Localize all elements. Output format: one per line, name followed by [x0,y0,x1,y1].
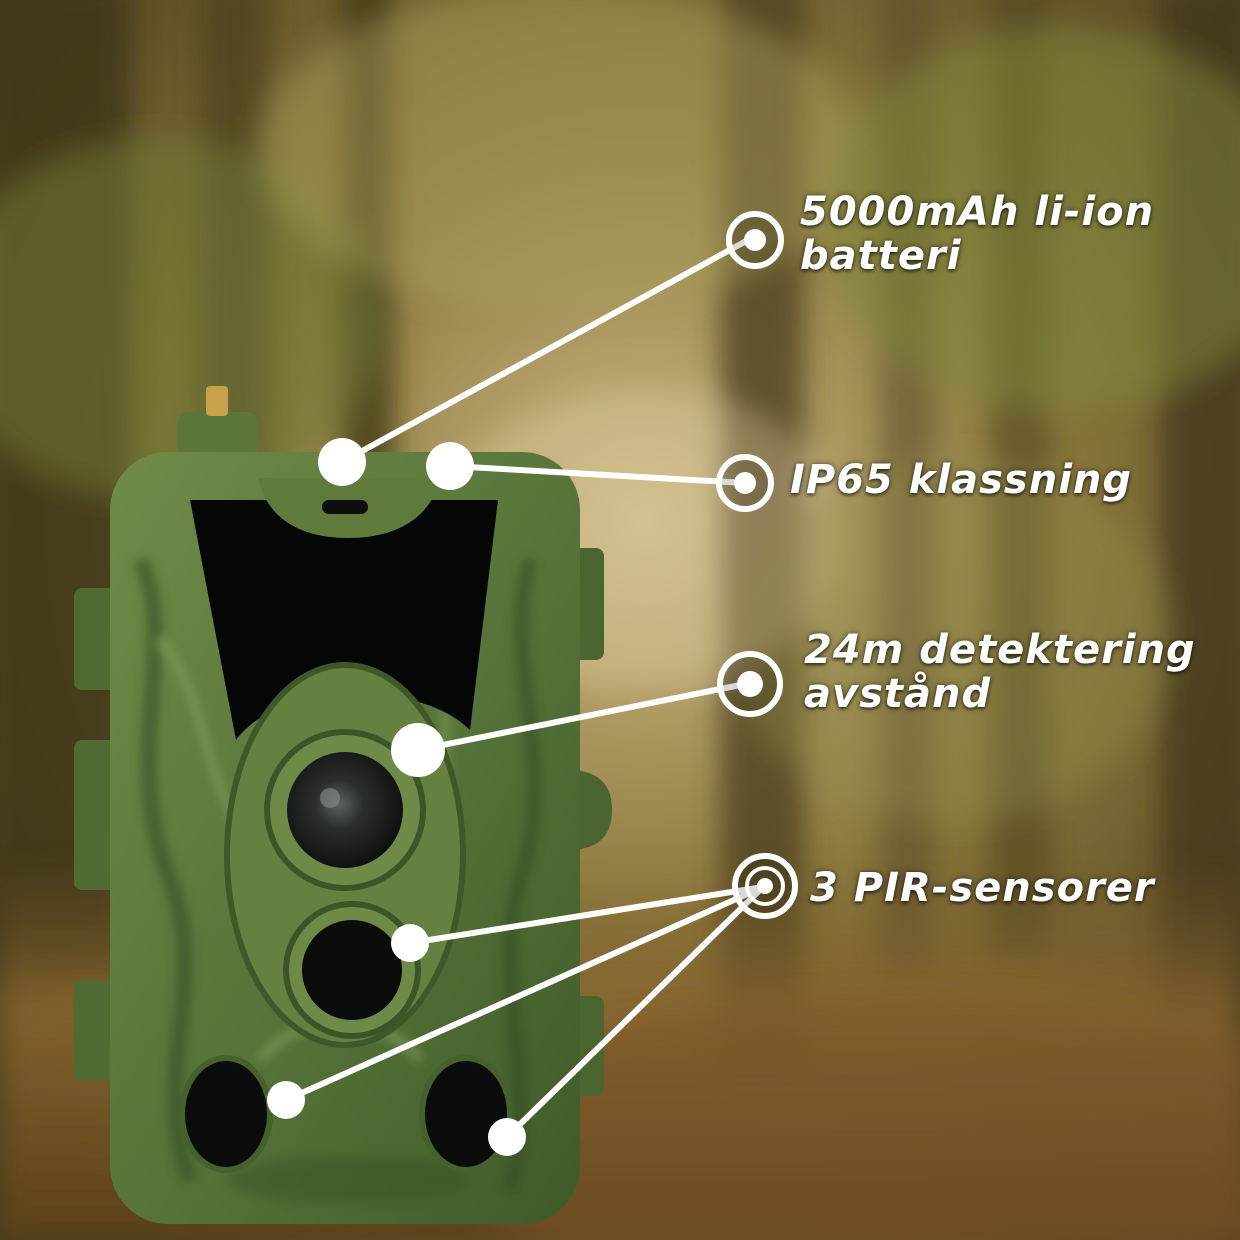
dot-pir-left [267,1081,305,1119]
camo-pattern [132,556,542,1204]
ip-rating-target-icon [716,454,774,512]
callout-pir-label: 3 PIR-sensorer [810,866,1155,910]
callout-pir-line1: 3 PIR-sensorer [810,865,1155,911]
pir-sensor-right [419,1055,513,1173]
trail-camera [74,386,612,1224]
ir-flash-window [190,500,498,740]
callout-dots [267,438,526,1156]
callout-battery-label: 5000mAh li-ion batteri [800,190,1154,278]
line-ip-rating [447,463,748,486]
callout-detection-label: 24m detektering avstånd [804,628,1196,716]
callout-detection-line1: 24m detektering [804,627,1196,673]
callout-ip-rating-line1: IP65 klassning [790,457,1133,503]
dot-ip-rating [426,442,474,490]
pir-sensor-left [179,1055,273,1173]
battery-target-icon [726,211,784,269]
center-sensor [302,920,402,1020]
pir-target-icon [732,853,798,919]
callout-detection-line2: avstånd [804,671,992,717]
line-pir-left [283,884,766,1103]
callout-lines [283,237,766,1140]
antenna-connector [206,386,228,416]
callout-battery-line2: batteri [800,233,962,279]
line-pir-center [407,884,766,946]
dot-pir-center [391,924,429,962]
line-detection [415,681,748,753]
dot-detection [391,723,445,777]
line-pir-right [504,884,766,1140]
dot-battery [318,438,366,486]
callout-ip-rating-label: IP65 klassning [790,458,1132,502]
line-battery [339,237,751,465]
lens-glint [320,788,340,808]
dot-pir-right [488,1118,526,1156]
light-sensor [322,500,368,514]
callout-battery-line1: 5000mAh li-ion [800,189,1155,235]
camera-lens [287,752,403,868]
detection-target-icon [717,651,783,717]
